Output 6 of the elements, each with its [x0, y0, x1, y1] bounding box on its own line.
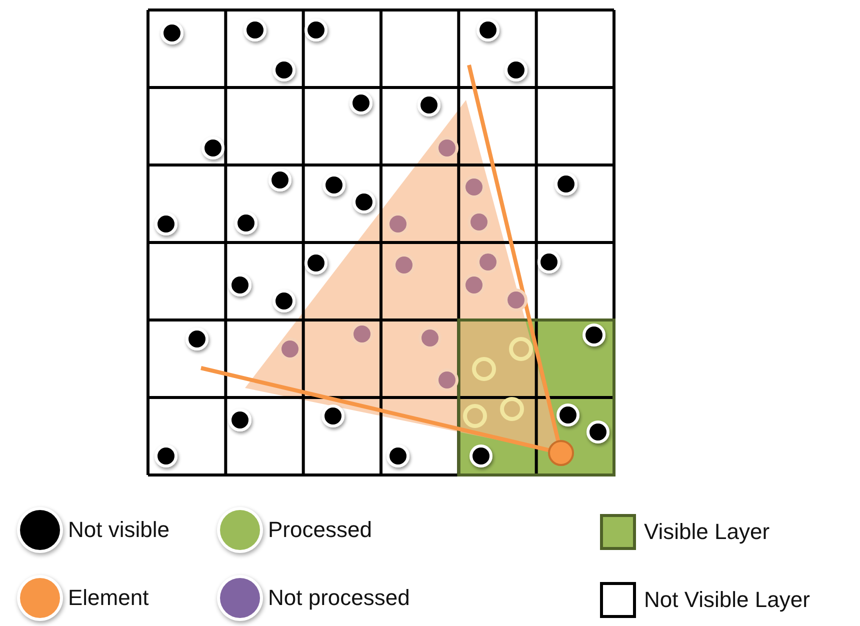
- legend-label: Not visible: [68, 517, 170, 543]
- legend-label: Processed: [268, 517, 372, 543]
- legend-label: Not processed: [268, 585, 410, 611]
- legend-label: Not Visible Layer: [644, 587, 810, 613]
- legend-label: Element: [68, 585, 149, 611]
- legend-label: Visible Layer: [644, 519, 770, 545]
